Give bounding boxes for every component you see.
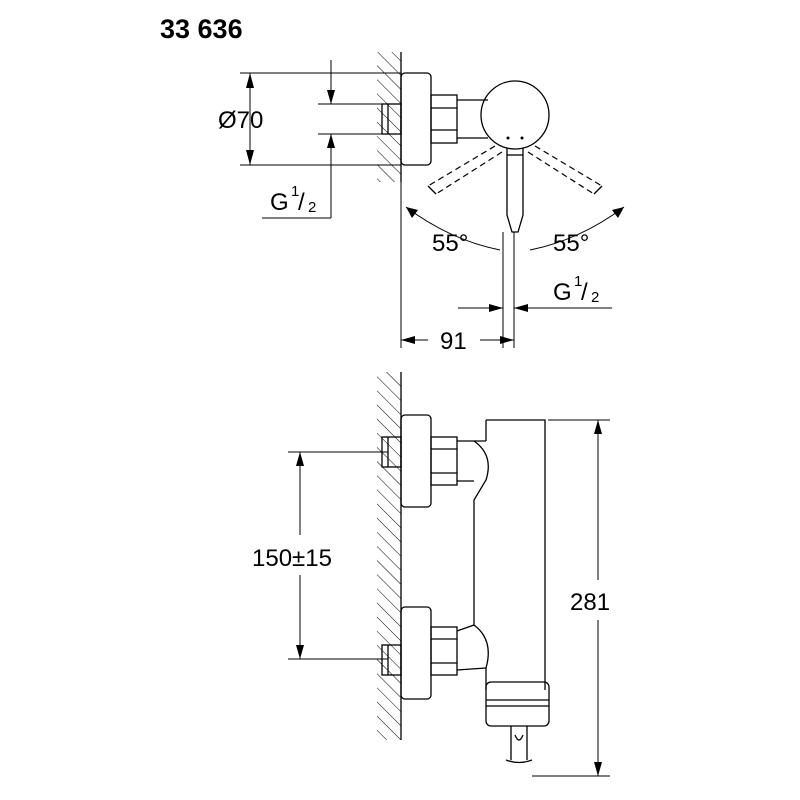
depth-label: 91 bbox=[440, 328, 467, 355]
top-view: Ø70 G 1 / 2 55° 55° G 1 / bbox=[218, 52, 625, 355]
wall-hatch-front bbox=[377, 372, 401, 740]
height-label: 281 bbox=[570, 589, 610, 616]
nut-top bbox=[430, 94, 458, 144]
angle-arc-right bbox=[529, 206, 625, 251]
svg-text:1: 1 bbox=[574, 273, 582, 290]
angle-arc-left bbox=[405, 206, 501, 251]
svg-text:G: G bbox=[553, 279, 572, 306]
wall-hatch-top bbox=[377, 52, 401, 182]
spacing-label: 150±15 bbox=[252, 545, 332, 572]
rosette-top bbox=[400, 72, 432, 166]
lever-top bbox=[506, 148, 524, 233]
thread-label-bottom: G 1 / 2 bbox=[553, 273, 599, 306]
product-number: 33 636 bbox=[160, 14, 243, 44]
svg-text:/: / bbox=[298, 189, 305, 216]
angle-label-right: 55° bbox=[553, 230, 589, 257]
svg-text:/: / bbox=[581, 279, 588, 306]
rosette-lower bbox=[400, 606, 432, 700]
mixer-body-front bbox=[457, 419, 546, 690]
mixer-body-top bbox=[480, 80, 550, 150]
svg-text:1: 1 bbox=[291, 183, 299, 200]
rosette-upper bbox=[400, 414, 432, 508]
lever-swing-left bbox=[427, 145, 503, 195]
thread-label-left: G 1 / 2 bbox=[270, 183, 316, 216]
lever-swing-right bbox=[527, 145, 603, 195]
diameter-label: Ø70 bbox=[218, 107, 263, 134]
svg-text:2: 2 bbox=[591, 289, 599, 306]
nut-upper bbox=[430, 436, 458, 486]
connector-top bbox=[381, 103, 402, 135]
svg-text:2: 2 bbox=[308, 199, 316, 216]
front-view: 150±15 281 bbox=[252, 372, 610, 777]
outlet-front bbox=[485, 681, 550, 727]
nut-lower bbox=[430, 626, 458, 676]
svg-text:G: G bbox=[270, 189, 289, 216]
angle-label-left: 55° bbox=[432, 230, 468, 257]
